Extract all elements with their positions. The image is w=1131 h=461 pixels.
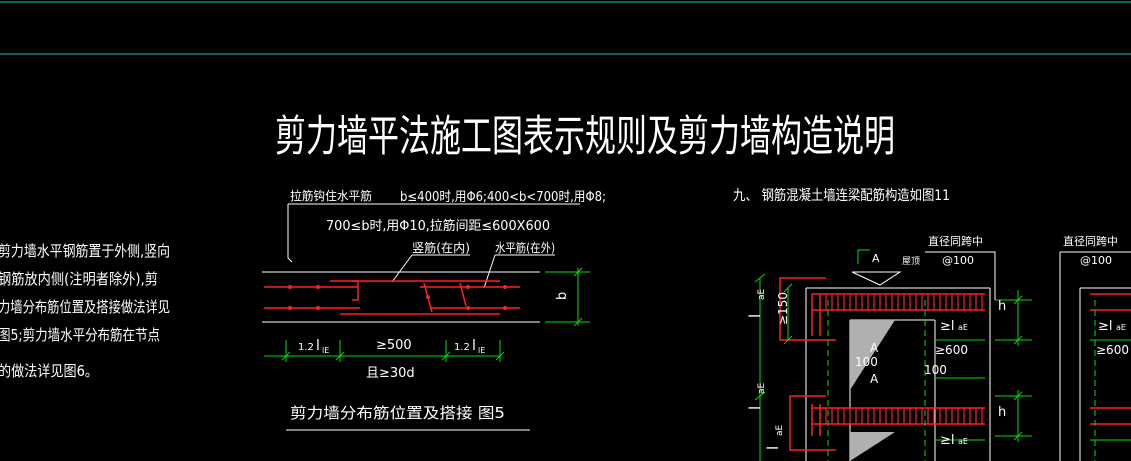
label-ge600: ≥600: [935, 343, 968, 357]
label-h-bottom: h: [998, 405, 1006, 420]
dim-lle-right-sub: lE: [478, 346, 485, 355]
dim-lle-left: l: [316, 338, 320, 354]
dim-12-left: 1.2: [298, 342, 314, 353]
label-ge-lae-bottom: ≥l: [940, 433, 955, 448]
label-lae-2-sub: aE: [757, 382, 767, 394]
beam-cage-top-stirrups: [825, 294, 983, 310]
hatch-wedge-2: [850, 432, 895, 461]
dim-lle-left-sub: lE: [322, 346, 329, 355]
label-100-1: 100: [855, 355, 878, 369]
figure-5-caption: 剪力墙分布筋位置及搭接 图5: [290, 404, 505, 422]
label-at100-left: @100: [942, 254, 974, 267]
label-100-2: 100: [924, 363, 947, 377]
hook-bar-top: [779, 277, 836, 341]
label-ge-lae-right-sub: aE: [1116, 323, 1126, 332]
left-notes: 剪力墙水平钢筋置于外侧,竖向 钢筋放内侧(注明者除外),剪 力墙分布筋位置及搭接…: [0, 242, 170, 380]
left-note-line: 力墙分布筋位置及搭接做法详见: [0, 298, 170, 316]
hook-bar-bottom: [789, 395, 836, 451]
tie-note-label: 拉筋钩住水平筋: [290, 188, 372, 203]
roof-triangle: [851, 271, 902, 286]
horizontal-bar-label: 水平筋(在外): [495, 240, 555, 255]
dim-b-label: b: [555, 292, 570, 300]
dim-b: [545, 267, 590, 327]
label-a-mid-1: A: [870, 341, 879, 355]
dim-500: ≥500: [376, 338, 412, 353]
label-ge150: ≥150: [776, 292, 790, 325]
left-note-line: 剪力墙水平钢筋置于外侧,竖向: [0, 242, 170, 260]
left-note-line: 图5;剪力墙水平分布筋在节点: [0, 326, 160, 344]
vertical-bar-leader: [391, 254, 413, 283]
label-at100-right: @100: [1080, 254, 1112, 267]
tie-bar-2: [459, 282, 467, 307]
hatch-wedge-1: [850, 320, 895, 390]
tie-hook-1: [352, 280, 359, 301]
dim-30d: 且≥30d: [366, 366, 415, 381]
beam-cage-bottom-stirrups: [825, 408, 983, 424]
label-lae-1-sub: aE: [757, 288, 767, 300]
label-ge-lae-right: ≥l: [1098, 319, 1113, 334]
left-note-line: 的做法详见图6。: [0, 362, 98, 380]
label-lae-3: l: [764, 446, 782, 450]
figure-5: 拉筋钩住水平筋 b≤400时,用Φ6;400<b<700时,用Φ8; 700≤b…: [262, 188, 606, 431]
label-zhijing-right: 直径同跨中: [1063, 234, 1118, 248]
label-a-top: A: [872, 252, 880, 265]
leader-zhijing-left: [925, 251, 996, 300]
vertical-bar-label: 竖筋(在内): [412, 240, 470, 255]
vertical-rebar-dots: [288, 285, 507, 310]
roof-marker: [857, 249, 870, 264]
dim-chain: [264, 340, 505, 362]
figure-11: 九、 钢筋混凝土墙连梁配筋构造如图11 A 屋顶 直径同跨中 @100 直径同跨…: [733, 187, 1131, 461]
label-h-top: h: [998, 299, 1006, 314]
label-zhijing-left: 直径同跨中: [928, 234, 983, 248]
drawing-title: 剪力墙平法施工图表示规则及剪力墙构造说明: [275, 112, 895, 162]
label-ge600-right: ≥600: [1096, 343, 1129, 357]
label-ge-lae-top-sub: aE: [958, 323, 968, 332]
tie-note-line-2: 700≤b时,用Φ10,拉筋间距≤600X600: [326, 218, 550, 234]
label-a-mid-2: A: [870, 372, 879, 386]
dim-lle-right: l: [472, 338, 476, 354]
label-ge-lae-bottom-sub: aE: [958, 437, 968, 446]
label-lae-3-sub: aE: [775, 424, 785, 436]
center-lines: [827, 300, 1096, 461]
label-lae-1: l: [746, 314, 764, 318]
label-wuding: 屋顶: [902, 256, 920, 267]
left-note-line: 钢筋放内侧(注明者除外),剪: [0, 270, 158, 288]
figure-11-heading: 九、 钢筋混凝土墙连梁配筋构造如图11: [733, 187, 950, 204]
tie-leader: [287, 204, 293, 263]
label-lae-2: l: [746, 406, 764, 410]
dimension-lines: [754, 273, 1131, 461]
dim-12-right: 1.2: [454, 342, 470, 353]
label-ge-lae-top: ≥l: [940, 319, 955, 334]
tie-note-line-1: b≤400时,用Φ6;400<b<700时,用Φ8;: [400, 190, 606, 205]
